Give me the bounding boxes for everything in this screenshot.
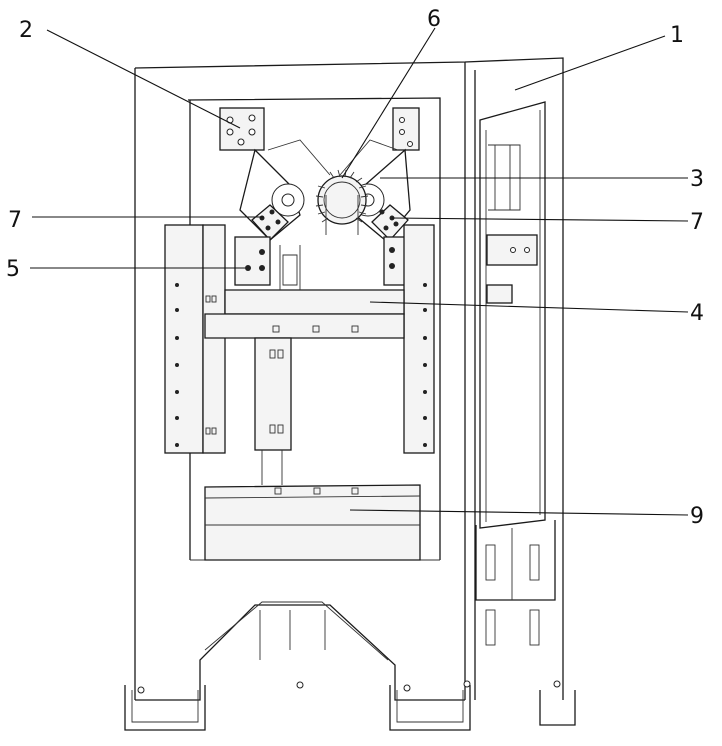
callout-3: 3	[690, 167, 704, 192]
callout-6: 6	[427, 7, 441, 32]
upper-mounting-plate-right	[393, 108, 419, 150]
guide-block-left	[235, 237, 270, 285]
leader-lines	[30, 28, 688, 515]
upper-mounting-plate-left	[220, 108, 264, 150]
callout-5: 5	[6, 257, 20, 282]
callout-4: 4	[690, 301, 704, 326]
callout-7-right: 7	[690, 210, 704, 235]
guide-block-right	[384, 237, 406, 285]
side-column	[476, 102, 555, 645]
callout-7-left: 7	[8, 208, 22, 233]
guide-column	[255, 338, 291, 485]
side-guide-plate-right	[404, 225, 434, 453]
gear	[316, 170, 368, 235]
callout-2: 2	[19, 18, 33, 43]
work-table	[205, 485, 420, 560]
callout-9: 9	[690, 504, 704, 529]
callout-1: 1	[670, 23, 684, 48]
side-guide-plate-left	[165, 225, 225, 453]
